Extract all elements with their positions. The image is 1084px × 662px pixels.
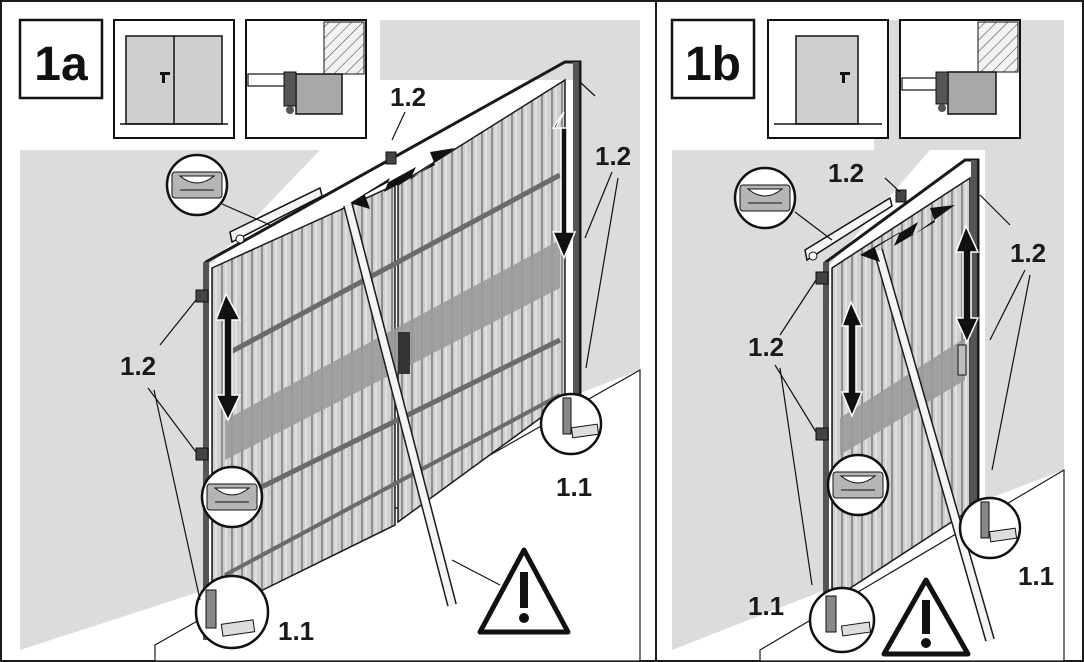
- panel-1a: 1a: [18, 18, 641, 662]
- callout-1-2-right: 1.2: [1010, 238, 1046, 268]
- leader-lines: [774, 177, 1031, 586]
- callout-1-1-right: 1.1: [1018, 561, 1054, 591]
- spirit-level-icon: [804, 196, 893, 262]
- callout-1-1-left: 1.1: [278, 616, 314, 646]
- level-magnifier-top: [165, 153, 271, 226]
- panel-label-box: [18, 18, 104, 100]
- anchor-magnifier-left: [194, 574, 270, 650]
- panel-1b: 1b: [670, 18, 1065, 662]
- panel-label: 1b: [685, 38, 741, 91]
- leader-lines: [147, 81, 619, 601]
- frame-detail-thumbnail: [245, 19, 367, 139]
- warning-triangle-icon: [881, 577, 971, 657]
- frame-detail-thumbnail: [899, 19, 1021, 139]
- callout-1-1-left: 1.1: [748, 591, 784, 621]
- panel-label-box: [670, 18, 756, 100]
- hinge-brackets: [195, 151, 397, 461]
- wall-left: [20, 150, 320, 650]
- panel-label: 1a: [34, 38, 88, 91]
- hinge-brackets: [815, 189, 907, 441]
- double-door-thumbnail: [113, 19, 235, 139]
- double-arrow-icon: [840, 205, 980, 418]
- callout-1-2-top: 1.2: [828, 158, 864, 188]
- single-door-thumbnail: [767, 19, 889, 139]
- anchor-magnifier-right: [539, 392, 603, 456]
- door-handle: [398, 332, 410, 374]
- level-magnifier-bottom: [200, 465, 264, 529]
- spirit-level-icon: [229, 186, 323, 244]
- door-band: [225, 240, 560, 460]
- double-arrow-icon: [214, 111, 577, 422]
- warning-triangle-icon: [477, 547, 571, 635]
- callout-1-2-top: 1.2: [390, 82, 426, 112]
- wall-left: [672, 150, 930, 650]
- callout-1-2-right: 1.2: [595, 141, 631, 171]
- door-band: [840, 338, 965, 455]
- callout-1-2-left: 1.2: [748, 332, 784, 362]
- level-magnifier-bottom: [826, 453, 890, 517]
- callout-1-2-left: 1.2: [120, 351, 156, 381]
- anchor-magnifier-left: [808, 586, 876, 654]
- wall-back: [874, 20, 1064, 500]
- level-magnifier-top: [733, 166, 833, 241]
- anchor-magnifier-right: [958, 496, 1022, 560]
- callout-1-1-right: 1.1: [556, 472, 592, 502]
